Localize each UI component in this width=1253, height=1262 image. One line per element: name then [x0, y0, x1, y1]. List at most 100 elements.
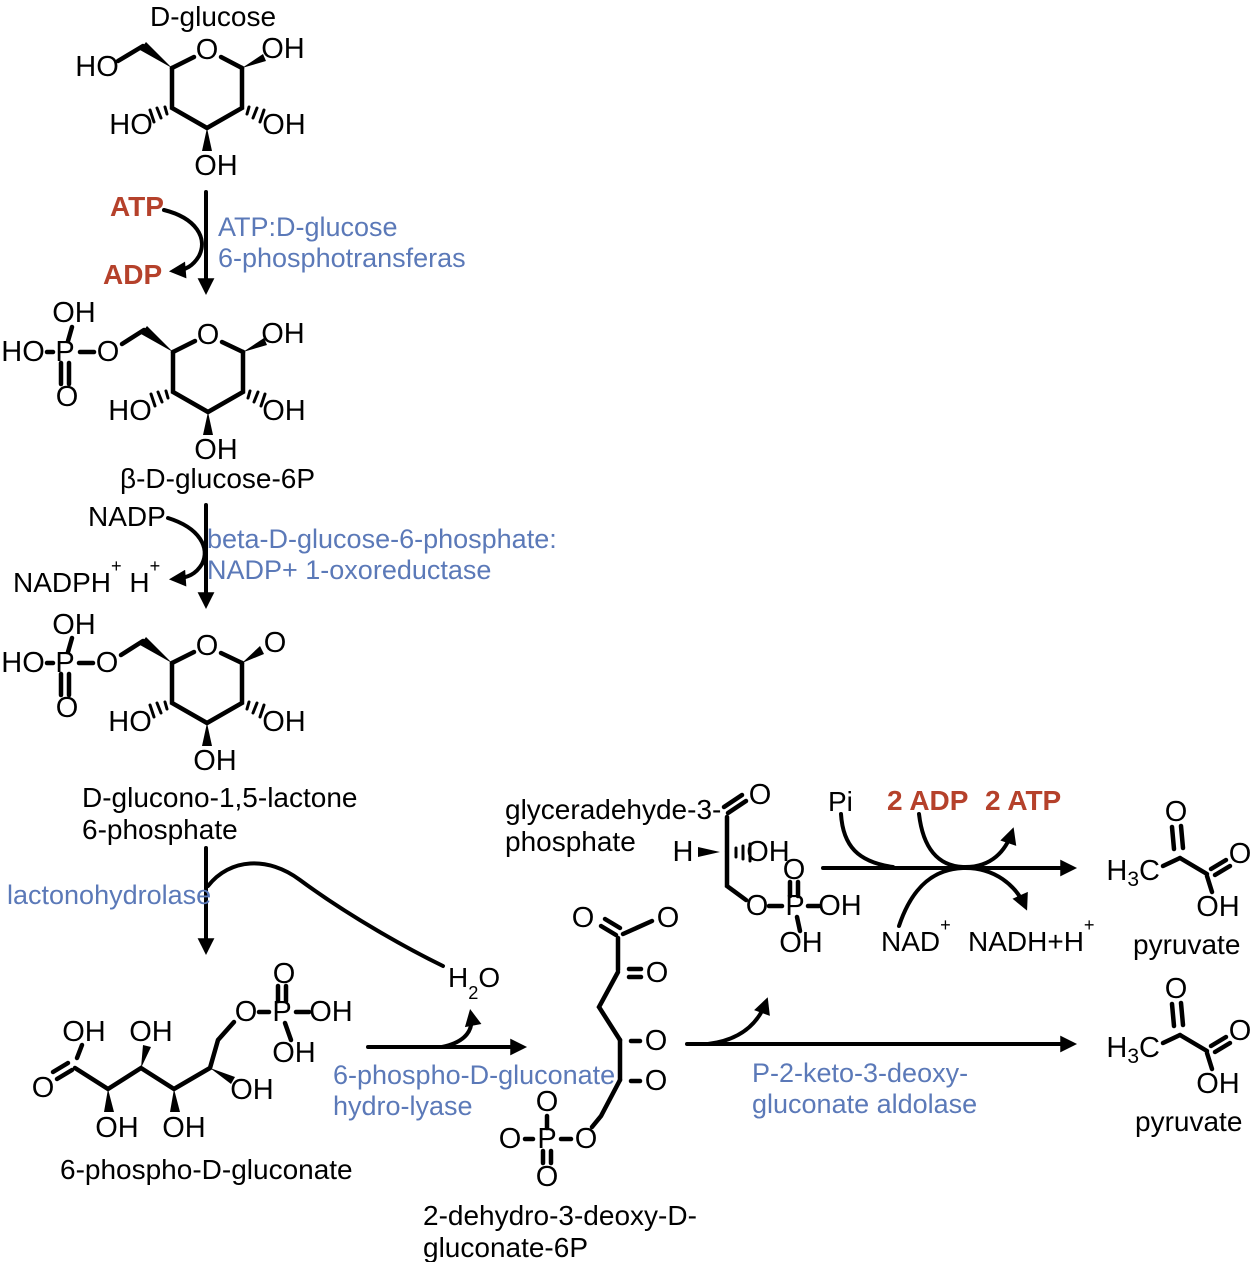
- atom-label: H3C: [1106, 855, 1160, 891]
- atom-label: O: [646, 957, 669, 989]
- atom-label: HO: [109, 109, 153, 141]
- atom-label: O: [264, 627, 287, 659]
- atom-label: O: [783, 854, 806, 886]
- label-6-phospho-d-gluconate: 6-phospho-D-gluconate: [60, 1154, 353, 1185]
- atom-label: O: [197, 319, 220, 351]
- atom-label: OH: [193, 745, 237, 777]
- molecule-beta-d-glucose-6p: OH HO P O O O OH OH HO OH: [1, 297, 306, 466]
- label-pyruvate-top: pyruvate: [1133, 929, 1241, 960]
- atom-label: H: [673, 836, 694, 868]
- atom-label: HO: [108, 706, 152, 738]
- curve-pi-in: [839, 812, 895, 869]
- curve-nad-to-nadh: [897, 865, 1028, 928]
- atom-label: P: [55, 647, 74, 679]
- molecule-2-dehydro-3-deoxy-gluconate-6p: O O O O O O O P O O: [499, 902, 680, 1193]
- label-g3p: glyceradehyde-3- phosphate: [505, 794, 722, 857]
- atom-label: OH: [95, 1112, 139, 1144]
- label-enzyme-oxoreductase: beta-D-glucose-6-phosphate: NADP+ 1-oxor…: [207, 524, 557, 585]
- atom-label: OH: [262, 109, 306, 141]
- atom-label: O: [196, 630, 219, 662]
- atom-label: OH: [1196, 891, 1240, 923]
- atom-label: OH: [272, 1037, 316, 1069]
- molecule-pyruvate-bottom: H3C O O OH: [1106, 973, 1251, 1100]
- molecule-6-phospho-d-gluconate: OH OH O OH OH OH O P OH O OH: [32, 958, 353, 1144]
- atom-label: O: [572, 902, 595, 934]
- atom-label: O: [235, 996, 258, 1028]
- curve-h2o-in: [206, 861, 445, 968]
- atom-label: P: [785, 890, 804, 922]
- label-h2o: H2O: [448, 962, 501, 1004]
- label-adp: ADP: [103, 259, 163, 290]
- atom-label: HO: [1, 647, 45, 679]
- atom-label: H3C: [1106, 1032, 1160, 1068]
- atom-label: O: [536, 1161, 559, 1193]
- atom-label: O: [32, 1072, 55, 1104]
- atom-label: O: [749, 779, 772, 811]
- atom-label: OH: [194, 434, 238, 466]
- atom-label: O: [1165, 796, 1188, 828]
- atom-label: OH: [262, 395, 306, 427]
- atom-label: OH: [52, 609, 96, 641]
- label-beta-d-glucose-6p: β-D-glucose-6P: [120, 463, 316, 494]
- label-nadph: NADPH+ H+: [13, 555, 161, 598]
- atom-label: OH: [262, 706, 306, 738]
- molecule-d-glucose: O HO OH OH HO OH: [75, 33, 306, 182]
- label-d-glucose: D-glucose: [150, 1, 277, 32]
- label-enzyme-aldolase: P-2-keto-3-deoxy- gluconate aldolase: [752, 1058, 978, 1119]
- atom-label: O: [657, 902, 680, 934]
- atom-label: O: [273, 958, 296, 990]
- label-nadp: NADP: [88, 501, 166, 532]
- label-enzyme-phosphotransferase: ATP:D-glucose 6-phosphotransferas: [218, 212, 466, 273]
- atom-label: OH: [261, 318, 305, 350]
- atom-label: O: [196, 34, 219, 66]
- atom-label: O: [536, 1086, 559, 1118]
- atom-label: O: [1165, 973, 1188, 1005]
- atom-label: O: [645, 1025, 668, 1057]
- label-enzyme-lactonohydrolase: lactonohydrolase: [7, 880, 212, 910]
- molecule-pyruvate-top: H3C O O OH: [1106, 796, 1251, 923]
- atom-label: OH: [261, 33, 305, 65]
- atom-label: O: [1229, 838, 1252, 870]
- atom-label: O: [1229, 1015, 1252, 1047]
- label-atp: ATP: [110, 191, 164, 222]
- atom-label: HO: [108, 395, 152, 427]
- label-nad: NAD+: [881, 914, 951, 957]
- curve-atp-to-adp: [162, 208, 204, 279]
- atom-label: O: [746, 890, 769, 922]
- label-kdpg: 2-dehydro-3-deoxy-D- gluconate-6P: [423, 1200, 697, 1262]
- atom-label: OH: [129, 1016, 173, 1048]
- atom-label: O: [499, 1123, 522, 1155]
- atom-label: O: [56, 381, 79, 413]
- curve-nadp-to-nadph: [166, 516, 207, 587]
- atom-label: OH: [230, 1074, 274, 1106]
- atom-label: OH: [1196, 1068, 1240, 1100]
- reaction-arrows: [162, 190, 1078, 1056]
- atom-label: O: [96, 647, 119, 679]
- molecule-glyceraldehyde-3-phosphate: O H OH O P O OH OH: [673, 779, 862, 959]
- atom-label: O: [97, 336, 120, 368]
- atom-label: OH: [62, 1016, 106, 1048]
- atom-label: O: [56, 692, 79, 724]
- atom-label: OH: [162, 1112, 206, 1144]
- label-2adp: 2 ADP: [887, 785, 969, 816]
- atom-label: OH: [52, 297, 96, 329]
- label-pyruvate-bottom: pyruvate: [1135, 1106, 1243, 1137]
- molecule-glucono-lactone-6-phosphate: OH HO P O O O O OH HO OH: [1, 609, 306, 777]
- atom-label: HO: [75, 51, 119, 83]
- label-nadh: NADH+H+: [968, 914, 1095, 957]
- label-glucono-lactone: D-glucono-1,5-lactone 6-phosphate: [82, 782, 358, 845]
- label-enzyme-hydro-lyase: 6-phospho-D-gluconate hydro-lyase: [333, 1060, 616, 1121]
- atom-label: P: [537, 1123, 556, 1155]
- label-2atp: 2 ATP: [985, 785, 1062, 816]
- atom-label: O: [645, 1065, 668, 1097]
- atom-label: OH: [194, 150, 238, 182]
- atom-label: OH: [818, 890, 862, 922]
- atom-label: O: [575, 1123, 598, 1155]
- atom-label: OH: [779, 927, 823, 959]
- atom-label: HO: [1, 336, 45, 368]
- atom-label: P: [272, 996, 291, 1028]
- curve-to-g3p: [706, 997, 770, 1046]
- label-pi: Pi: [828, 786, 853, 817]
